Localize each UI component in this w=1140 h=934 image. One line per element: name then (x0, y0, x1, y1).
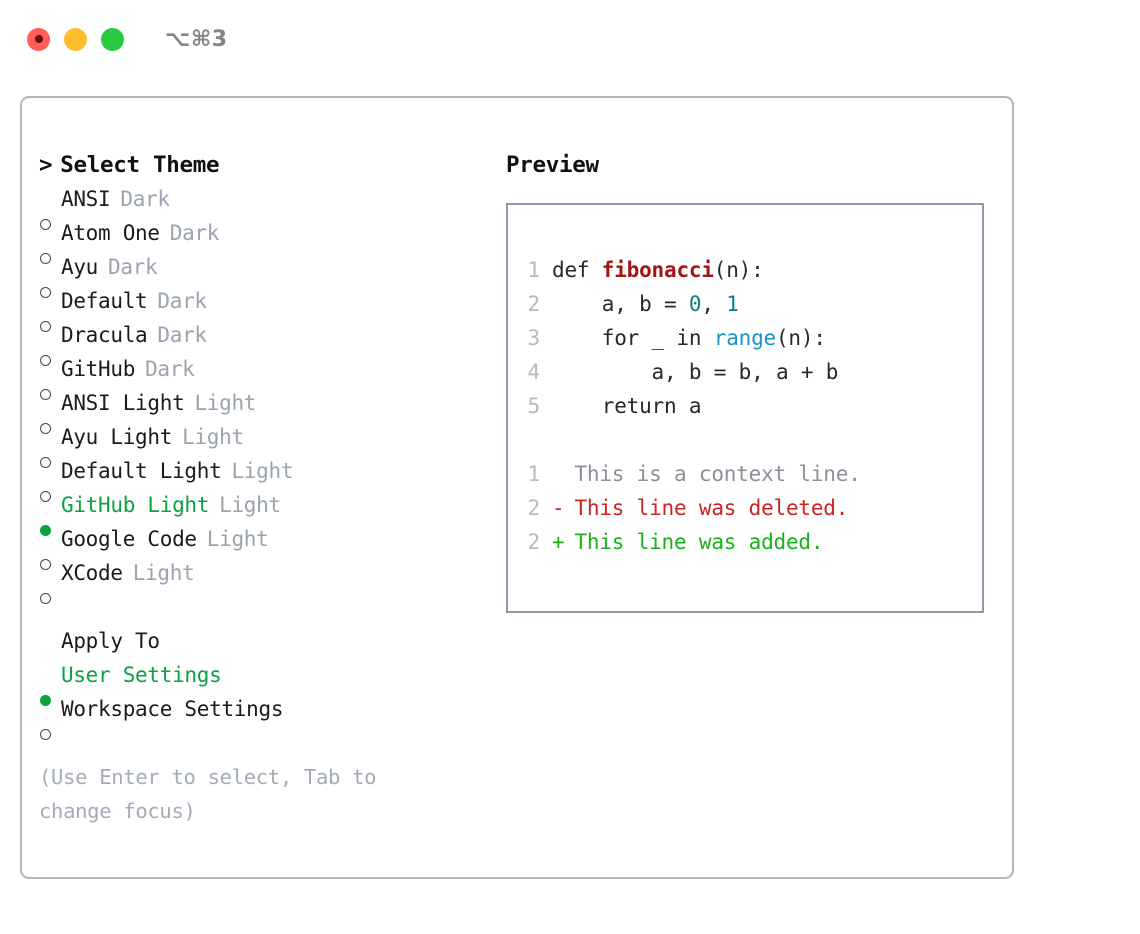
theme-option-label: ANSI Light (61, 391, 185, 415)
code-token-num: 0 (688, 292, 702, 316)
code-token-call: range (713, 326, 776, 350)
code-token-plain: , (701, 292, 727, 316)
theme-option-label: Ayu Light (61, 425, 173, 449)
maximize-button-icon[interactable] (101, 27, 124, 51)
minimize-button-icon[interactable] (64, 27, 87, 51)
apply-to-header: Apply To (61, 629, 160, 653)
code-line: 2 a, b = 0, 1 (526, 287, 982, 321)
keyboard-hint-text: (Use Enter to select, Tab to change focu… (39, 765, 377, 823)
code-token-num: 1 (726, 292, 739, 316)
theme-variant-badge: Dark (145, 357, 195, 381)
code-diff-spacer (526, 423, 982, 457)
theme-option-atom-one[interactable]: Atom One Dark (39, 216, 487, 264)
diff-marker: - (552, 496, 565, 520)
theme-variant-badge: Dark (157, 289, 207, 313)
line-number: 1 (527, 462, 541, 486)
theme-option-ayu-light[interactable]: Ayu Light Light (39, 420, 487, 468)
code-token-plain: a, b = b, a + b (552, 360, 839, 384)
diff-marker (552, 457, 562, 491)
theme-option-ansi[interactable]: ANSI Dark (39, 182, 487, 230)
line-number: 2 (527, 292, 541, 316)
theme-option-default[interactable]: Default Dark (39, 284, 487, 332)
diff-text: This is a context line. (562, 462, 861, 486)
line-number: 2 (527, 530, 541, 554)
theme-option-label: Default (61, 289, 148, 313)
theme-option-ansi-light[interactable]: ANSI Light Light (39, 386, 487, 434)
theme-variant-badge: Dark (169, 221, 220, 245)
code-line: 1 def fibonacci(n): (526, 253, 982, 287)
theme-variant-badge: Dark (108, 255, 158, 279)
select-theme-title: Select Theme (60, 152, 220, 178)
theme-option-default-light[interactable]: Default Light Light (39, 454, 487, 502)
line-number: 3 (527, 326, 541, 350)
theme-variant-badge: Dark (120, 187, 170, 211)
theme-option-label: ANSI (61, 187, 111, 211)
line-number: 4 (527, 360, 541, 384)
theme-option-label: Google Code (61, 527, 197, 551)
code-token-plain: for _ in (552, 326, 714, 350)
code-token-fn: fibonacci (601, 258, 714, 282)
code-line: 4 a, b = b, a + b (526, 355, 982, 389)
line-number: 5 (527, 394, 541, 418)
theme-option-google-code[interactable]: Google Code Light (39, 522, 487, 570)
code-token-plain: (n): (775, 326, 826, 350)
prompt-caret-icon: > (39, 152, 53, 178)
theme-option-label: Default Light (61, 459, 222, 483)
theme-variant-badge: Light (132, 561, 195, 585)
keyboard-shortcut-label: ⌥⌘3 (165, 26, 228, 52)
diff-sample: 1 This is a context line.2- This line wa… (526, 457, 982, 559)
theme-variant-badge: Light (231, 459, 294, 483)
code-line: 5 return a (526, 389, 982, 423)
close-button-icon[interactable] (27, 27, 50, 51)
select-theme-header: > Select Theme (39, 148, 487, 182)
theme-option-ayu[interactable]: Ayu Dark (39, 250, 487, 298)
theme-option-label: Ayu (61, 255, 99, 279)
code-token-plain: return a (552, 394, 702, 418)
theme-option-label: GitHub (61, 357, 136, 381)
theme-option-label: XCode (61, 561, 123, 585)
theme-option-label: Atom One (61, 221, 160, 245)
theme-option-github[interactable]: GitHub Dark (39, 352, 487, 400)
theme-variant-badge: Light (194, 391, 257, 415)
diff-marker: + (552, 530, 565, 554)
list-spacer (39, 590, 487, 624)
window-titlebar: ⌥⌘3 (0, 0, 1140, 78)
theme-option-dracula[interactable]: Dracula Dark (39, 318, 487, 366)
theme-variant-badge: Light (219, 493, 281, 517)
theme-option-label: Dracula (61, 323, 148, 347)
apply-to-option-label: User Settings (61, 663, 222, 687)
theme-option-github-light[interactable]: GitHub Light Light (39, 488, 487, 536)
apply-to-option-label: Workspace Settings (61, 697, 284, 721)
theme-variant-badge: Light (182, 425, 244, 449)
apply-to-option-user-settings[interactable]: User Settings (39, 658, 487, 706)
theme-option-xcode[interactable]: XCode Light (39, 556, 487, 604)
diff-line-add: 2 + This line was added. (526, 525, 982, 559)
line-number: 1 (527, 258, 541, 282)
code-line: 3 for _ in range(n): (526, 321, 982, 355)
traffic-light-controls (27, 27, 124, 51)
diff-line-del: 2- This line was deleted. (526, 491, 982, 525)
diff-text: This line was deleted. (562, 496, 849, 520)
theme-variant-badge: Dark (157, 323, 207, 347)
code-token-plain: (n): (713, 258, 764, 282)
code-token-plain: a, b = (552, 292, 689, 316)
theme-option-label: GitHub Light (61, 493, 210, 517)
diff-line-ctx: 1 This is a context line. (526, 457, 982, 491)
apply-to-option-workspace-settings[interactable]: Workspace Settings (39, 692, 487, 740)
code-token-plain: def (552, 258, 602, 282)
theme-variant-badge: Light (206, 527, 269, 551)
line-number: 2 (527, 496, 541, 520)
preview-header: Preview (506, 152, 599, 178)
diff-text: This line was added. (562, 530, 824, 554)
